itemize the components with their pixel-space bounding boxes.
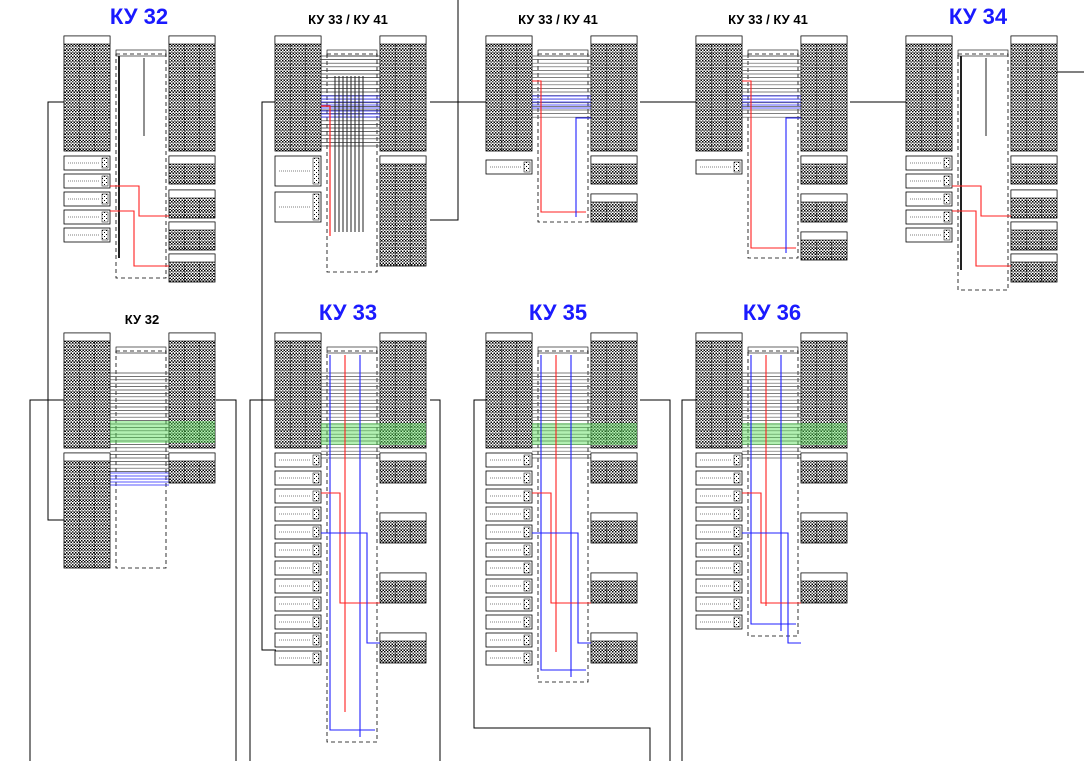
left-terminal-block <box>485 332 533 449</box>
terminal-block <box>590 512 638 544</box>
wire <box>321 105 331 236</box>
cabinet-frame <box>326 350 378 743</box>
wire <box>110 185 169 217</box>
terminal-block <box>1010 253 1058 283</box>
wire <box>540 355 586 671</box>
cabinet-c2 <box>274 35 427 273</box>
trunk-lines <box>29 0 1084 761</box>
cabinet-c5 <box>905 35 1058 291</box>
left-terminal-block <box>63 332 111 449</box>
left-terminal-block <box>63 35 111 152</box>
wire <box>532 492 591 604</box>
terminal-block <box>800 155 848 185</box>
left-terminal-block <box>274 35 322 152</box>
terminal-block <box>800 512 848 544</box>
cabinet-title-c1: КУ 32 <box>110 4 168 29</box>
wire <box>742 532 801 644</box>
cabinet-c9 <box>695 332 848 644</box>
cabinet-c6 <box>63 332 216 569</box>
wire <box>321 532 380 644</box>
cabinet-frame <box>537 53 589 223</box>
terminal-block <box>590 193 638 223</box>
terminal-block <box>168 221 216 251</box>
wire <box>750 355 796 625</box>
cabinet-title-c4: КУ 33 / КУ 41 <box>728 12 808 27</box>
terminal-block <box>1010 155 1058 185</box>
cabinet-title-c2: КУ 33 / КУ 41 <box>308 12 388 27</box>
cabinet-frame <box>747 53 799 259</box>
cabinet-c7 <box>274 332 427 743</box>
left-terminal-block <box>485 35 533 152</box>
terminal-block <box>1010 189 1058 219</box>
cabinet-title-c6: КУ 32 <box>125 312 159 327</box>
wire <box>742 492 801 604</box>
right-terminal-block <box>379 35 427 152</box>
cabinet-c4 <box>695 35 848 261</box>
cabinet-title-c3: КУ 33 / КУ 41 <box>518 12 598 27</box>
wire <box>532 532 591 644</box>
right-terminal-block <box>168 332 216 449</box>
terminal-block <box>379 155 427 267</box>
terminal-block <box>168 189 216 219</box>
terminal-block <box>800 452 848 484</box>
terminal-block <box>800 572 848 604</box>
terminal-block <box>379 572 427 604</box>
cabinet-frame <box>957 53 1009 291</box>
terminal-block <box>1010 221 1058 251</box>
cabinet-c3 <box>485 35 638 223</box>
cabinet-frame <box>115 350 167 569</box>
right-terminal-block <box>168 35 216 152</box>
terminal-block <box>168 155 216 185</box>
terminal-block <box>800 193 848 223</box>
terminal-block <box>800 231 848 261</box>
left-terminal-block <box>695 332 743 449</box>
terminal-block <box>590 155 638 185</box>
right-terminal-block <box>1010 35 1058 152</box>
cabinet-c1 <box>63 35 216 283</box>
terminal-block <box>63 452 111 569</box>
cabinet-frame <box>326 53 378 273</box>
cabinet-title-c7: КУ 33 <box>319 300 377 325</box>
left-terminal-block <box>695 35 743 152</box>
right-terminal-block <box>379 332 427 449</box>
wire <box>532 80 586 213</box>
right-terminal-block <box>800 35 848 152</box>
wire <box>110 210 169 267</box>
wire <box>575 117 591 217</box>
right-terminal-block <box>590 332 638 449</box>
terminal-block <box>168 452 216 484</box>
terminal-block <box>590 452 638 484</box>
terminal-block <box>379 632 427 664</box>
terminal-block <box>590 572 638 604</box>
cabinet-title-c5: КУ 34 <box>949 4 1008 29</box>
cabinet-title-c9: КУ 36 <box>743 300 801 325</box>
terminal-block <box>379 452 427 484</box>
left-terminal-block <box>905 35 953 152</box>
cabinet-frame <box>115 53 167 279</box>
cabinet-c8 <box>485 332 638 683</box>
wire <box>742 80 796 249</box>
right-terminal-block <box>590 35 638 152</box>
wire <box>952 210 1011 267</box>
right-terminal-block <box>800 332 848 449</box>
cabinet-frame <box>537 350 589 683</box>
wire <box>952 185 1011 217</box>
wire <box>329 355 375 731</box>
terminal-block <box>590 632 638 664</box>
wire <box>785 117 801 253</box>
terminal-block <box>379 512 427 544</box>
cabinet-title-c8: КУ 35 <box>529 300 587 325</box>
wire <box>321 492 380 604</box>
terminal-block <box>168 253 216 283</box>
left-terminal-block <box>274 332 322 449</box>
